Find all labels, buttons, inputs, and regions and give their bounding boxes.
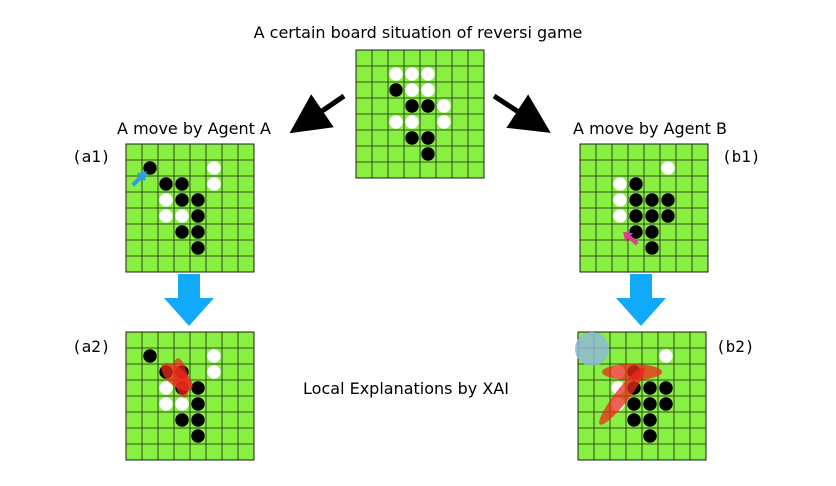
black-stone [629, 193, 643, 207]
black-stone [175, 225, 189, 239]
arrow-to-agent-a [289, 93, 346, 134]
move-arrow-b-head [623, 232, 634, 242]
white-stone [175, 397, 189, 411]
center-label: Local Explanations by XAI [303, 379, 509, 398]
white-stone [659, 349, 673, 363]
white-stone [613, 209, 627, 223]
black-stone [191, 225, 205, 239]
right-heading: A move by Agent B [573, 119, 727, 138]
white-stone [405, 115, 419, 129]
board-center [355, 49, 485, 179]
left-heading: A move by Agent A [117, 119, 271, 138]
black-stone [627, 397, 641, 411]
white-stone [207, 177, 221, 191]
black-stone [191, 429, 205, 443]
black-stone [389, 83, 403, 97]
white-stone [207, 161, 221, 175]
white-stone [159, 381, 173, 395]
black-stone [627, 413, 641, 427]
white-stone [421, 67, 435, 81]
explain-blue-b2 [575, 332, 609, 366]
black-stone [175, 177, 189, 191]
board-a1 [125, 143, 255, 273]
black-stone [643, 381, 657, 395]
arrow-to-agent-b [492, 93, 551, 133]
white-stone [207, 349, 221, 363]
black-stone [629, 225, 643, 239]
black-stone [645, 209, 659, 223]
board-a2 [125, 331, 255, 461]
white-stone [613, 193, 627, 207]
black-stone [661, 193, 675, 207]
white-stone [405, 83, 419, 97]
down-arrow-b [616, 274, 666, 326]
black-stone [405, 131, 419, 145]
black-stone [629, 209, 643, 223]
explain-red-b2-2 [599, 367, 645, 425]
white-stone [405, 67, 419, 81]
black-stone [659, 397, 673, 411]
black-stone [421, 99, 435, 113]
black-stone [175, 193, 189, 207]
white-stone [389, 115, 403, 129]
black-stone [645, 193, 659, 207]
black-stone [175, 413, 189, 427]
white-stone [437, 115, 451, 129]
black-stone [191, 397, 205, 411]
black-stone [143, 349, 157, 363]
white-stone [613, 177, 627, 191]
explain-red-b2-1 [602, 364, 662, 380]
white-stone [389, 67, 403, 81]
label-a2: (a2) [72, 337, 111, 356]
black-stone [629, 177, 643, 191]
label-b2: (b2) [716, 337, 755, 356]
black-stone [659, 381, 673, 395]
black-stone [191, 209, 205, 223]
black-stone [191, 193, 205, 207]
white-stone [159, 193, 173, 207]
top-title: A certain board situation of reversi gam… [254, 23, 583, 42]
black-stone [159, 177, 173, 191]
black-stone [191, 241, 205, 255]
white-stone [661, 161, 675, 175]
black-stone [643, 429, 657, 443]
black-stone [421, 147, 435, 161]
white-stone [421, 83, 435, 97]
black-stone [645, 225, 659, 239]
down-arrow-a [164, 274, 214, 326]
white-stone [159, 209, 173, 223]
black-stone [191, 413, 205, 427]
black-stone [643, 413, 657, 427]
black-stone [405, 99, 419, 113]
move-arrow-a-head [136, 171, 147, 182]
white-stone [437, 99, 451, 113]
white-stone [175, 209, 189, 223]
label-a1: (a1) [72, 147, 111, 166]
black-stone [661, 209, 675, 223]
white-stone [159, 397, 173, 411]
black-stone [191, 381, 205, 395]
board-b1 [579, 143, 709, 273]
black-stone [645, 241, 659, 255]
black-stone [643, 397, 657, 411]
explain-red-a2-2 [173, 358, 189, 398]
black-stone [421, 131, 435, 145]
white-stone [207, 365, 221, 379]
label-b1: (b1) [722, 147, 761, 166]
